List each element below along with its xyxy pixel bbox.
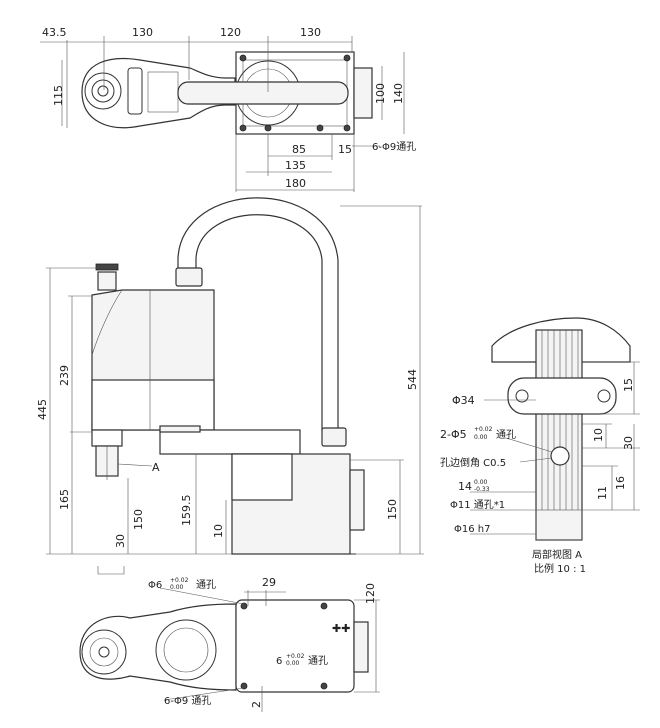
detail-caption-1: 局部视图 A [532, 548, 582, 561]
detail-caption-2: 比例 10 : 1 [534, 562, 586, 575]
dim-100: 100 [374, 83, 387, 104]
dim-130-a: 130 [132, 26, 153, 39]
dim-150-right: 150 [386, 499, 399, 520]
bottom-hole-mid-tol-upper: +0.02 [286, 653, 305, 660]
dim-165: 165 [58, 489, 71, 510]
dim-85: 85 [292, 143, 306, 156]
top-hole-note: 6-Φ9通孔 [372, 141, 416, 153]
dim-115: 115 [52, 85, 65, 106]
dim-150-left: 150 [132, 509, 145, 530]
dim-14: 14 [458, 480, 472, 493]
dim-140: 140 [392, 83, 405, 104]
detail-hole-tol-lower: 0.00 [474, 434, 488, 441]
bottom-hole-mid-tol-lower: 0.00 [286, 660, 300, 667]
dim-14-tol-lower: -0.33 [474, 486, 490, 493]
bottom-hole-mid-suffix: 通孔 [308, 655, 328, 667]
dim-43-5: 43.5 [42, 26, 67, 39]
dim-16-detail: 16 [614, 476, 627, 490]
bottom-hole-top-tol-upper: +0.02 [170, 577, 189, 584]
detail-view-a: Φ34 15 10 30 16 11 2-Φ5 +0.02 0.00 通孔 孔边… [440, 317, 640, 575]
dim-2: 2 [250, 701, 263, 708]
bottom-hole-mid-prefix: 6 [276, 656, 282, 667]
dim-120: 120 [220, 26, 241, 39]
dim-30-detail: 30 [622, 436, 635, 450]
dim-544: 544 [406, 369, 419, 390]
dim-10-detail: 10 [592, 428, 605, 442]
detail-hole-prefix: 2-Φ5 [440, 428, 467, 441]
dim-120-bottom: 120 [364, 583, 377, 604]
label-a: A [152, 461, 160, 474]
detail-hole-tol-upper: +0.02 [474, 426, 493, 433]
side-view: 544 445 239 165 159.5 150 150 30 10 A [36, 197, 424, 575]
bottom-view: ✚✚ Φ6 +0.02 0.00 通孔 29 120 6 +0.02 0.00 … [79, 576, 380, 712]
chamfer-note: 孔边倒角 C0.5 [440, 457, 506, 469]
dim-10: 10 [212, 524, 225, 538]
dim-159-5: 159.5 [180, 495, 193, 527]
dim-30: 30 [114, 534, 127, 548]
dim-180: 180 [285, 177, 306, 190]
dim-15: 15 [338, 143, 352, 156]
bottom-hole-top-suffix: 通孔 [196, 579, 216, 591]
dim-130-b: 130 [300, 26, 321, 39]
dim-445: 445 [36, 399, 49, 420]
dim-29: 29 [262, 576, 276, 589]
bottom-hole-top-prefix: Φ6 [148, 580, 162, 591]
top-view: 43.5 130 120 130 115 100 140 85 15 135 1… [40, 26, 416, 192]
bottom-hole-note: 6-Φ9 通孔 [164, 695, 211, 707]
dim-16-note: Φ16 h7 [454, 524, 490, 535]
dim-15-detail: 15 [622, 378, 635, 392]
dim-11-note: Φ11 通孔*1 [450, 499, 505, 511]
bottom-hole-top-tol-lower: 0.00 [170, 584, 184, 591]
dim-135: 135 [285, 159, 306, 172]
dim-11-detail: 11 [596, 486, 609, 500]
dim-239: 239 [58, 365, 71, 386]
dim-phi-34: Φ34 [452, 394, 475, 407]
detail-hole-suffix: 通孔 [496, 429, 516, 441]
dim-14-tol-upper: 0.00 [474, 479, 488, 486]
fastener-cross-icon: ✚✚ [332, 622, 350, 635]
